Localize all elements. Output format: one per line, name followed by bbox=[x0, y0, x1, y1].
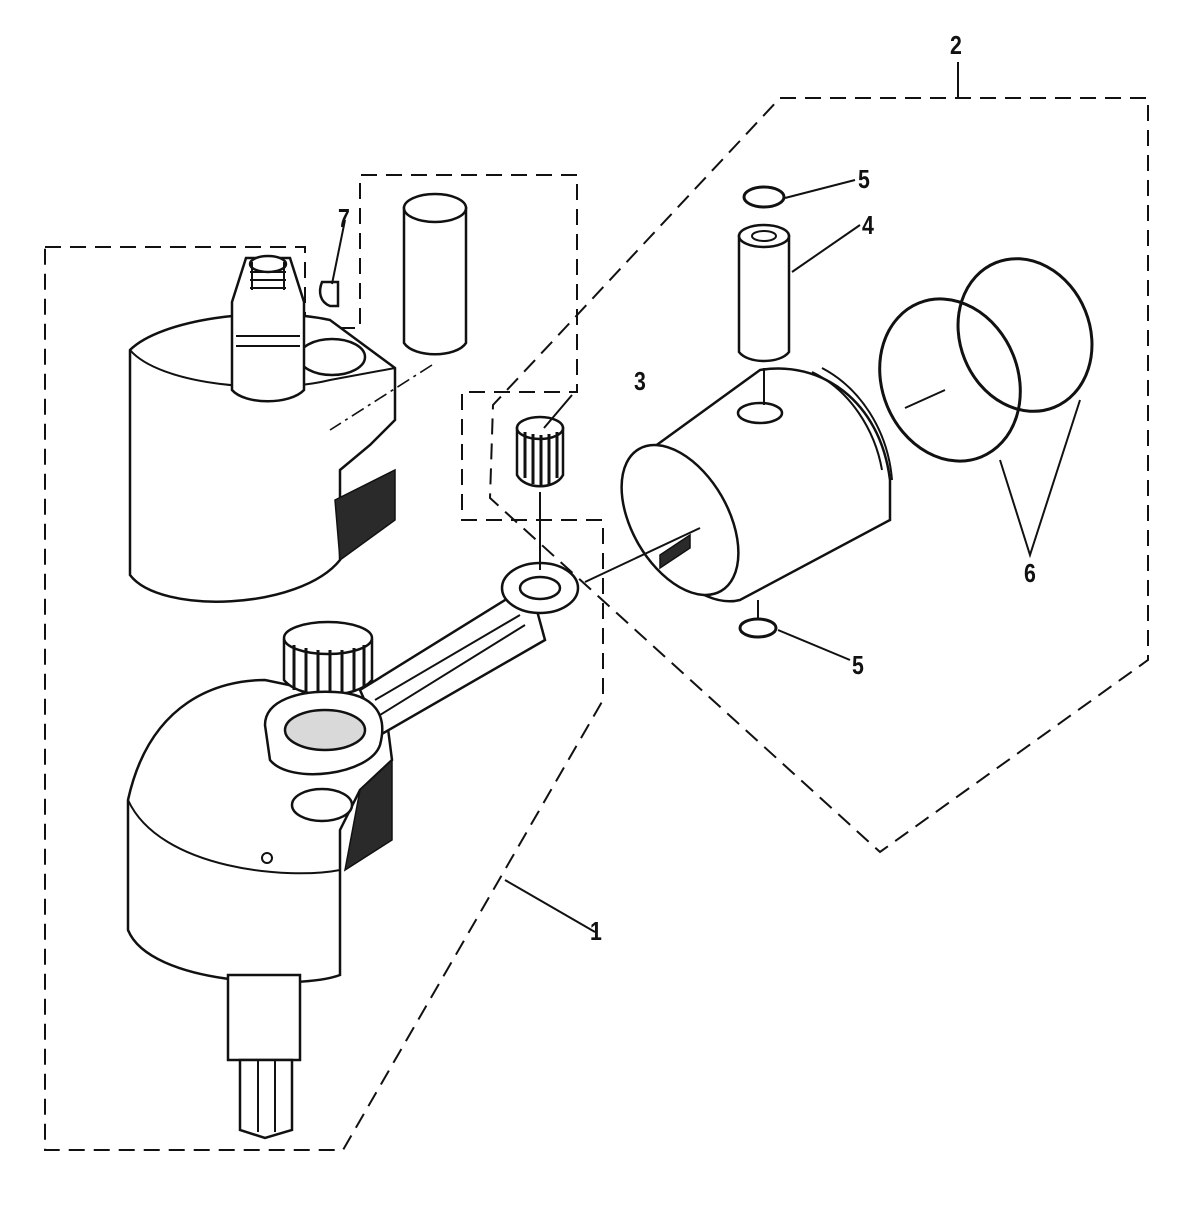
callout-5-top: 5 bbox=[858, 164, 870, 194]
crank-pin bbox=[402, 192, 468, 356]
retaining-ring-bottom bbox=[738, 617, 778, 639]
piston bbox=[620, 367, 893, 603]
big-end-bearing bbox=[282, 620, 374, 697]
callout-1: 1 bbox=[590, 916, 602, 946]
leader-5-top bbox=[784, 179, 856, 199]
callout-2: 2 bbox=[950, 30, 962, 60]
callout-5-bottom: 5 bbox=[852, 650, 864, 680]
group-boundary-2 bbox=[488, 97, 1149, 854]
callout-7: 7 bbox=[338, 203, 350, 233]
piston-ring-front bbox=[878, 297, 1022, 463]
callout-3: 3 bbox=[634, 366, 646, 396]
leader-3 bbox=[543, 394, 573, 429]
callout-4: 4 bbox=[862, 210, 874, 240]
leader-7 bbox=[331, 219, 346, 285]
leader-6 bbox=[999, 399, 1081, 559]
retaining-ring-top bbox=[742, 185, 786, 209]
upper-crank-half bbox=[128, 254, 397, 603]
piston-ring-rear bbox=[956, 257, 1094, 413]
leader-1 bbox=[504, 879, 596, 933]
callout-6: 6 bbox=[1024, 558, 1036, 588]
wrist-pin bbox=[737, 223, 791, 363]
leader-4 bbox=[791, 224, 861, 273]
small-end-bearing bbox=[515, 415, 565, 488]
woodruff-key bbox=[318, 280, 340, 308]
connecting-rod bbox=[263, 561, 580, 776]
leader-5-bottom bbox=[777, 629, 851, 661]
